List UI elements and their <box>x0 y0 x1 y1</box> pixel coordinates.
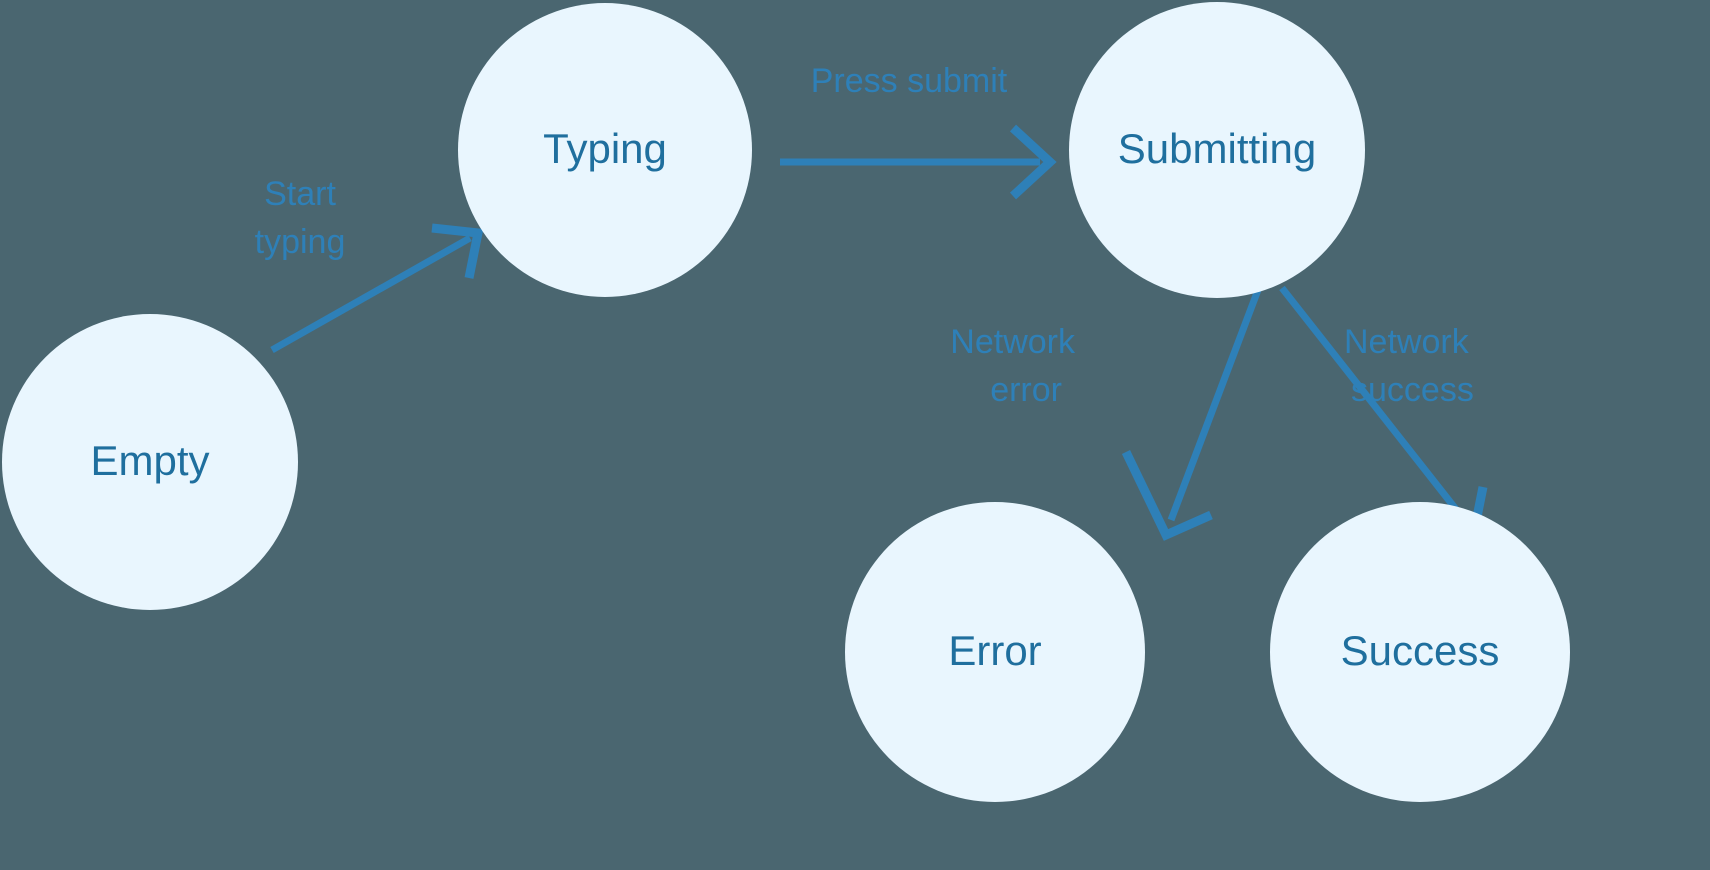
node-empty-label: Empty <box>90 437 209 484</box>
edge-label-submitting-to-success: Network success <box>1344 323 1474 409</box>
node-error-circle[interactable] <box>845 502 1145 802</box>
edge-typing-to-submitting <box>780 124 1057 200</box>
edge-label-empty-to-typing-line-1: Start <box>264 175 336 213</box>
edge-submitting-to-success-line <box>1279 285 1469 525</box>
edge-label-typing-to-submitting: Press submit <box>811 62 1008 100</box>
node-error-label: Error <box>948 627 1041 674</box>
node-typing-circle[interactable] <box>458 3 752 297</box>
edge-label-submitting-to-error: Network error <box>950 323 1076 409</box>
node-submitting-circle[interactable] <box>1069 2 1365 298</box>
node-typing[interactable]: Typing <box>458 3 752 297</box>
node-submitting-label: Submitting <box>1118 125 1316 172</box>
node-empty[interactable]: Empty <box>2 314 298 610</box>
edge-label-empty-to-typing: Start typing <box>255 175 346 261</box>
node-success-label: Success <box>1341 627 1500 674</box>
edge-typing-to-submitting-arrowhead <box>1009 124 1057 200</box>
node-success[interactable]: Success <box>1270 502 1570 802</box>
edge-label-submitting-to-success-line-1: Network <box>1344 323 1470 361</box>
node-error[interactable]: Error <box>845 502 1145 802</box>
edge-label-submitting-to-error-line-2: error <box>990 371 1062 409</box>
edge-submitting-to-error <box>1121 288 1262 541</box>
edge-empty-to-typing <box>270 223 484 354</box>
edge-submitting-to-error-arrowhead <box>1121 450 1213 541</box>
node-success-circle[interactable] <box>1270 502 1570 802</box>
node-submitting[interactable]: Submitting <box>1069 2 1365 298</box>
edge-label-submitting-to-success-line-2: success <box>1351 371 1474 409</box>
node-empty-circle[interactable] <box>2 314 298 610</box>
edge-label-submitting-to-error-line-1: Network <box>950 323 1076 361</box>
edge-label-typing-to-submitting-line-1: Press submit <box>811 62 1008 100</box>
edge-label-empty-to-typing-line-2: typing <box>255 223 346 261</box>
edge-submitting-to-error-line <box>1167 288 1262 522</box>
edge-empty-to-typing-arrowhead <box>431 223 484 279</box>
edge-empty-to-typing-line <box>270 234 472 354</box>
node-typing-label: Typing <box>543 125 667 172</box>
